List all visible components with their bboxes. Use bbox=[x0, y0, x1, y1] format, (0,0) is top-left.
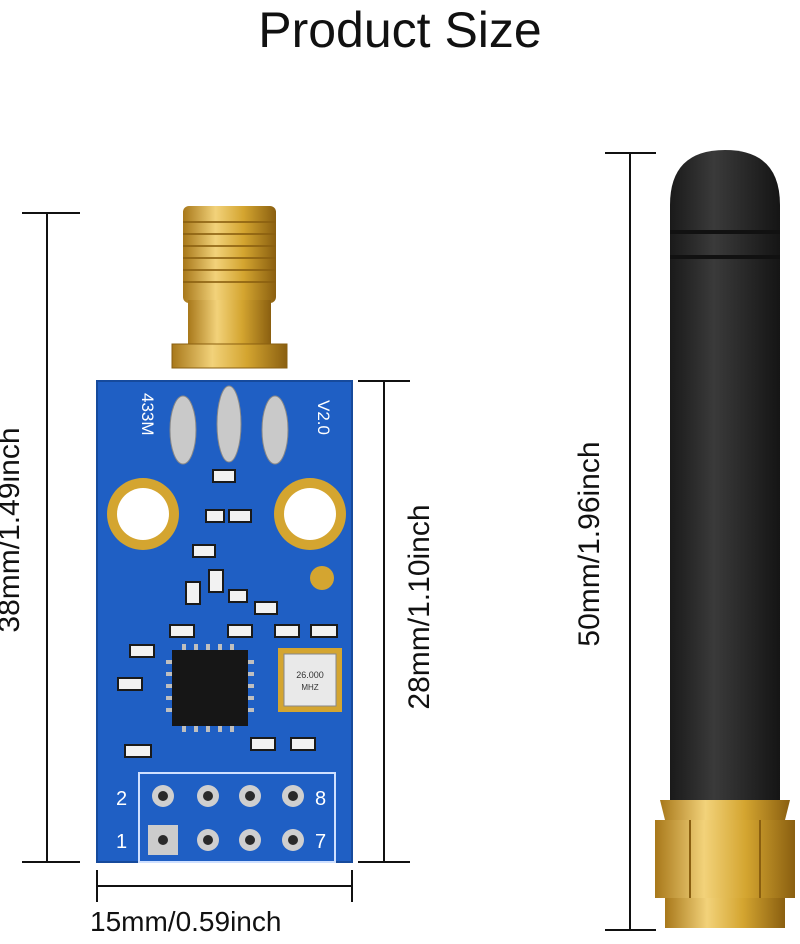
pin-label: 8 bbox=[315, 788, 326, 810]
antenna-height-label: 50mm/1.96inch bbox=[573, 441, 606, 647]
crystal-label: MHZ bbox=[301, 683, 318, 692]
antenna bbox=[655, 150, 795, 928]
dimension-line-module-height bbox=[22, 212, 80, 863]
test-pad bbox=[310, 566, 334, 590]
version-label: V2.0 bbox=[314, 400, 333, 435]
module-height-label: 38mm/1.49inch bbox=[0, 427, 26, 633]
module-width-label: 15mm/0.59inch bbox=[90, 906, 282, 937]
dimension-line-antenna-height bbox=[605, 152, 656, 931]
board-height-label: 28mm/1.10inch bbox=[403, 504, 436, 710]
dimension-line-board-height bbox=[358, 380, 410, 863]
solder-pad bbox=[261, 395, 289, 465]
pcb-board: 433M V2.0 26.000 MHZ 2 8 1 7 bbox=[96, 380, 353, 863]
solder-pad bbox=[216, 385, 242, 463]
header-pins bbox=[148, 785, 304, 855]
smd-components bbox=[117, 469, 338, 758]
pin-label: 1 bbox=[116, 831, 127, 853]
crystal-label: 26.000 bbox=[296, 670, 324, 680]
dimension-line-module-width bbox=[96, 870, 353, 902]
pin-label: 7 bbox=[315, 831, 326, 853]
solder-pad bbox=[169, 395, 197, 465]
pin-label: 2 bbox=[116, 788, 127, 810]
page-title: Product Size bbox=[258, 2, 542, 58]
sma-connector bbox=[171, 206, 288, 369]
frequency-label: 433M bbox=[138, 393, 157, 436]
rf-chip bbox=[172, 650, 248, 726]
